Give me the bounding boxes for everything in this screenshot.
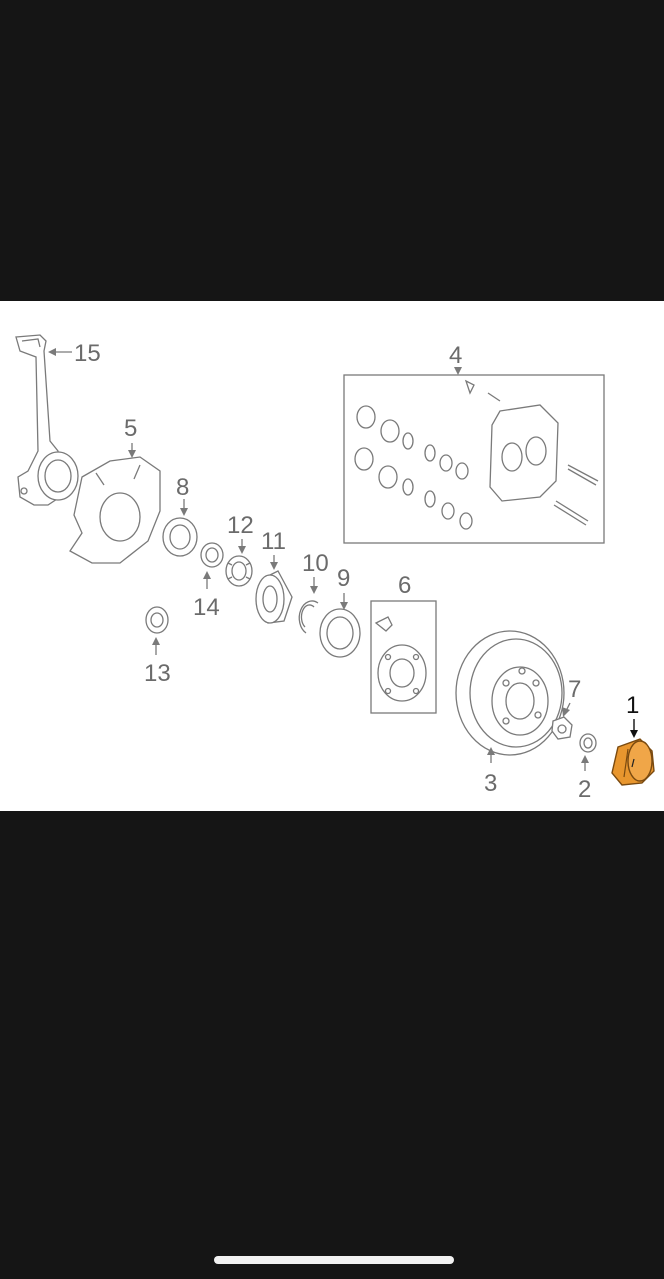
callout-13-label: 13 (144, 660, 171, 687)
callout-9-label: 9 (337, 565, 350, 592)
callout-14-label: 14 (193, 594, 220, 621)
callout-5-label: 5 (124, 415, 137, 442)
part-1-grease-cap[interactable] (611, 738, 655, 786)
callout-5: 5 (124, 415, 137, 458)
part-12-bearing[interactable] (225, 555, 253, 587)
callout-4-label: 4 (449, 342, 462, 369)
part-13-seal[interactable] (145, 606, 169, 634)
callout-8-label: 8 (176, 474, 189, 501)
part-6-hub[interactable] (370, 600, 437, 714)
callout-11: 11 (261, 528, 286, 570)
part-8-oil-seal[interactable] (162, 517, 198, 557)
callout-9: 9 (337, 565, 350, 610)
callout-1: 1 (626, 692, 639, 738)
callout-14: 14 (193, 571, 220, 621)
part-5-dust-shield[interactable] (69, 456, 161, 564)
callout-6-label: 6 (398, 572, 411, 599)
part-10-snap-ring[interactable] (298, 600, 319, 634)
callout-6: 6 (398, 572, 411, 599)
callout-2: 2 (578, 755, 591, 803)
part-2-lock-washer[interactable] (579, 733, 597, 753)
part-11-bearing[interactable] (255, 570, 293, 624)
callout-4: 4 (449, 342, 462, 375)
callout-2-label: 2 (578, 776, 591, 803)
parts-diagram: 15 5 8 14 13 (0, 301, 664, 811)
callout-7-label: 7 (568, 676, 581, 703)
callout-1-label: 1 (626, 692, 639, 719)
callout-7: 7 (562, 676, 581, 717)
part-7-nut[interactable] (551, 716, 573, 740)
home-indicator[interactable] (214, 1256, 454, 1264)
part-3-rotor[interactable] (455, 630, 565, 756)
callout-13: 13 (144, 637, 171, 687)
callout-15-label: 15 (74, 340, 101, 367)
callout-8: 8 (176, 474, 189, 516)
callout-15: 15 (48, 340, 101, 367)
callout-10-label: 10 (302, 550, 329, 577)
callout-3: 3 (484, 747, 497, 797)
part-9-seal[interactable] (319, 608, 361, 658)
callout-12-label: 12 (227, 512, 254, 539)
callout-10: 10 (302, 550, 329, 594)
part-15-steering-knuckle[interactable] (15, 334, 79, 506)
callout-11-label: 11 (261, 528, 286, 555)
callout-3-label: 3 (484, 770, 497, 797)
part-4-caliper-kit[interactable] (343, 374, 605, 544)
part-14-seal[interactable] (200, 542, 224, 568)
callout-12: 12 (227, 512, 254, 554)
